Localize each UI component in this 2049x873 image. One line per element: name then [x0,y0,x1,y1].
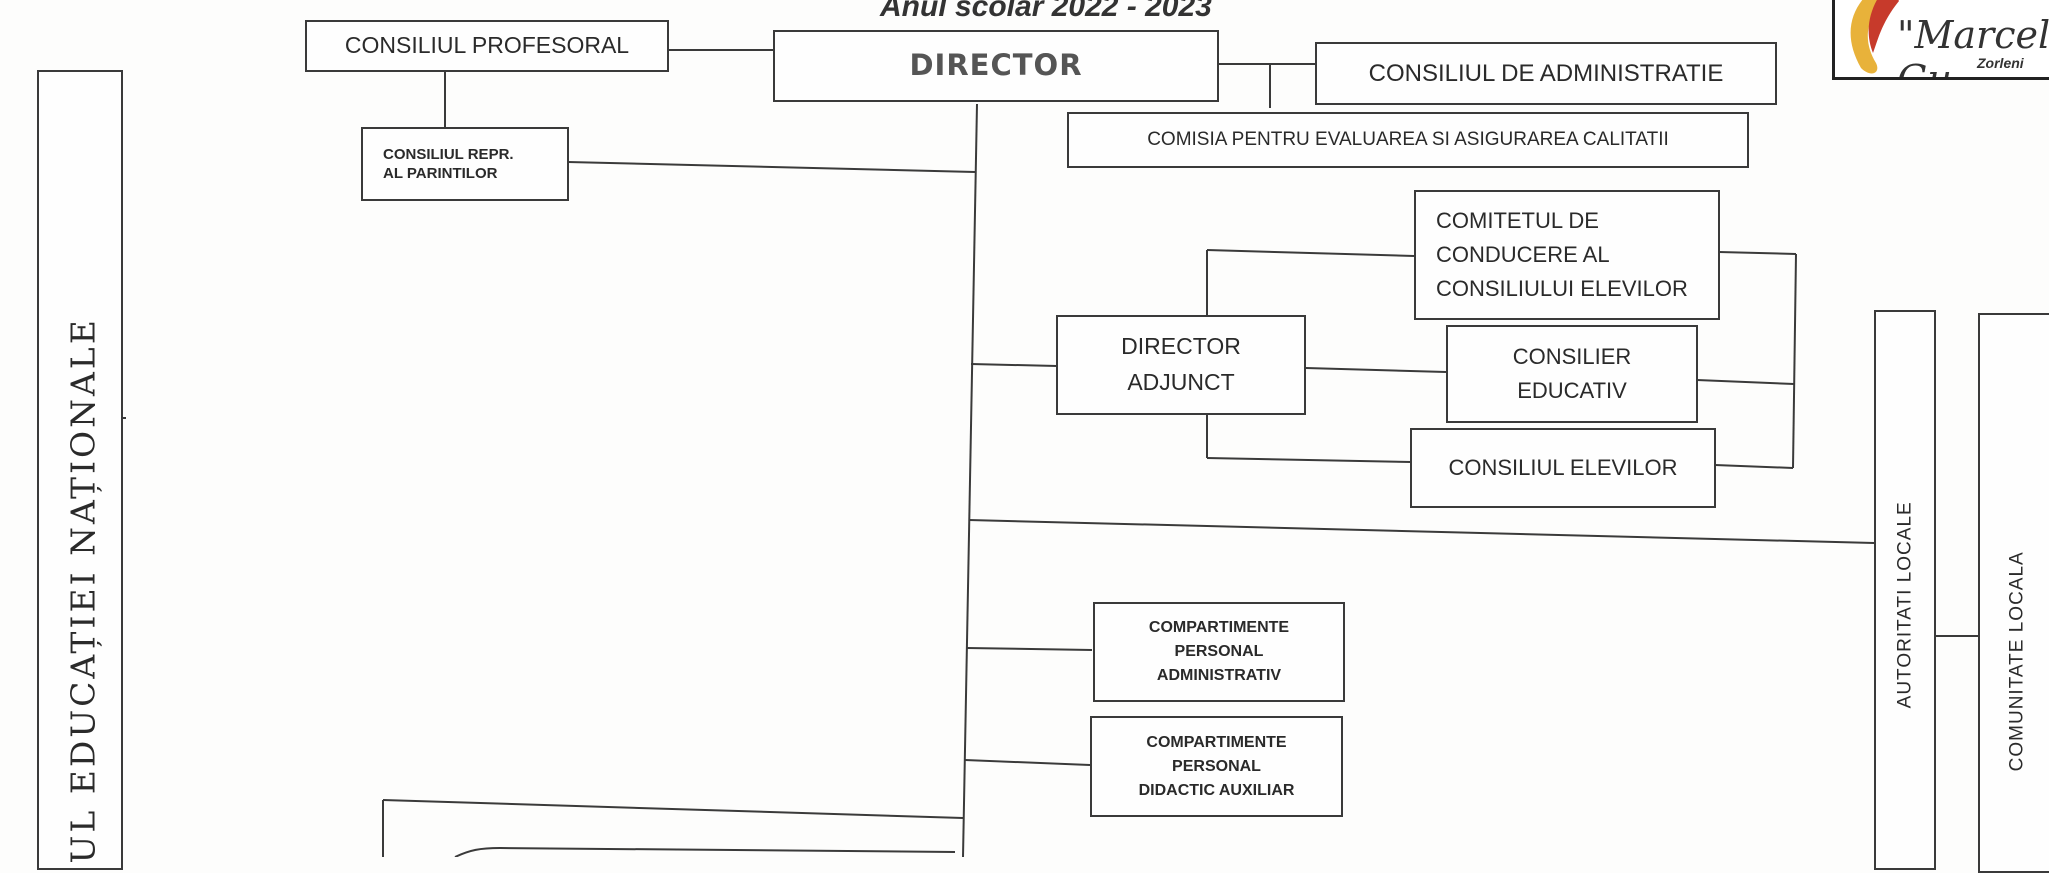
node-director-adjunct: DIRECTOR ADJUNCT [1056,315,1306,415]
node-consiliul-parinti: CONSILIUL REPR. AL PARINTILOR [361,127,569,201]
node-compartimente-didactic: COMPARTIMENTE PERSONAL DIDACTIC AUXILIAR [1090,716,1343,817]
node-comitetul-conducere: COMITETUL DE CONDUCERE AL CONSILIULUI EL… [1414,190,1720,320]
node-consiliul-administratie: CONSILIUL DE ADMINISTRATIE [1315,42,1777,105]
node-comisia-calitate: COMISIA PENTRU EVALUAREA SI ASIGURAREA C… [1067,112,1749,168]
page-title: Anul scolar 2022 - 2023 [880,0,1212,23]
node-consiliul-elevilor: CONSILIUL ELEVILOR [1410,428,1716,508]
node-consilier-educativ: CONSILIER EDUCATIV [1446,325,1698,423]
school-logo: "Marcel Gu Zorleni [1832,0,2049,80]
autoritati-locale-label: AUTORITATI LOCALE [1894,501,1916,709]
node-comunitate-locala: COMUNITATE LOCALA [1978,313,2049,873]
comunitate-locala-label: COMUNITATE LOCALA [2006,551,2028,772]
ministerul-label: UL EDUCAȚIEI NAȚIONALE [63,317,103,864]
node-compartimente-administrativ: COMPARTIMENTE PERSONAL ADMINISTRATIV [1093,602,1345,702]
node-ministerul: UL EDUCAȚIEI NAȚIONALE [37,70,123,870]
node-autoritati-locale: AUTORITATI LOCALE [1874,310,1936,870]
node-director: DIRECTOR [773,30,1219,102]
node-consiliul-profesoral: CONSILIUL PROFESORAL [305,20,669,72]
logo-place: Zorleni [1977,55,2024,71]
logo-swoosh-icon [1850,0,1899,74]
logo-name: "Marcel Gu [1897,13,2049,80]
